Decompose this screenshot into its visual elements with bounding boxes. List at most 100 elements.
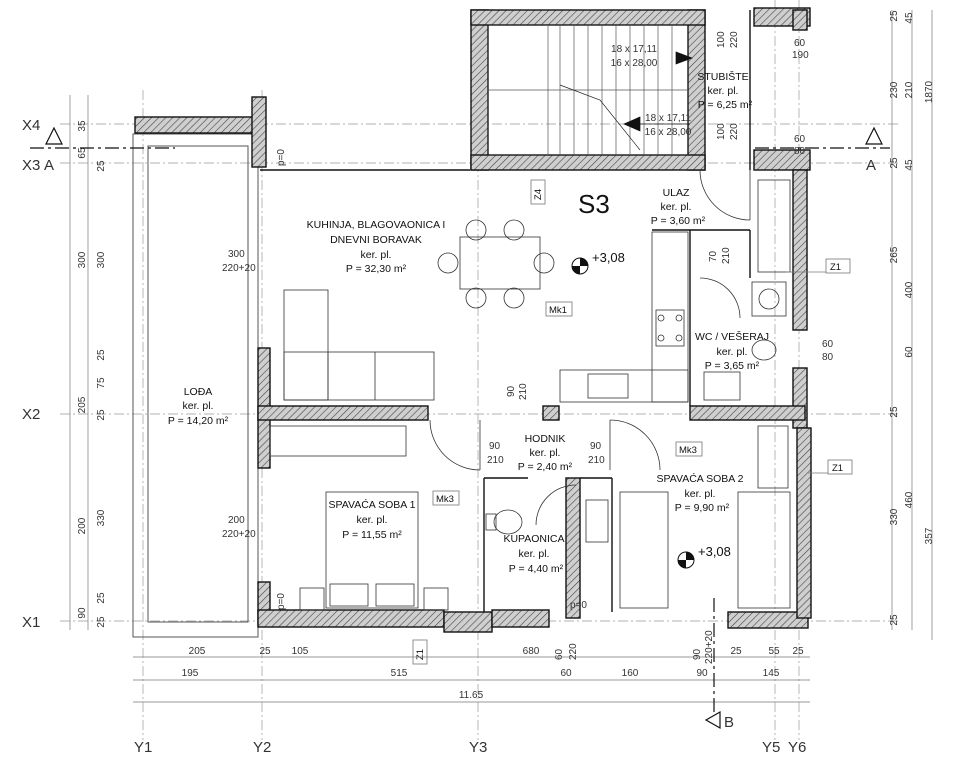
opening-220-20-a: 220+20 bbox=[222, 263, 256, 274]
hall-area: P = 2,40 m² bbox=[518, 461, 573, 473]
tag-z1-mid: Z1 bbox=[832, 463, 843, 474]
bedroom2-name: SPAVAĆA SOBA 2 bbox=[657, 472, 744, 485]
window-60-c: 60 bbox=[822, 339, 834, 350]
right-dims: 25 230 25 265 25 25 330 25 45 210 45 400… bbox=[889, 10, 935, 626]
window-60-d: 60 bbox=[554, 648, 565, 660]
wc-area: P = 3,65 m² bbox=[705, 360, 760, 372]
window-100-a: 100 bbox=[716, 31, 727, 48]
loggia-area: P = 14,20 m² bbox=[168, 415, 229, 427]
section-a-left-label: A bbox=[44, 157, 54, 174]
kitchen-area: P = 32,30 m² bbox=[346, 263, 407, 275]
dim-l-9: 25 bbox=[96, 616, 107, 628]
kitchen-label: KUHINJA, BLAGOVAONICA I DNEVNI BORAVAK k… bbox=[307, 219, 446, 275]
dim-r-7: 25 bbox=[889, 614, 900, 626]
door-210-c: 210 bbox=[518, 383, 529, 400]
partitions bbox=[260, 10, 751, 612]
unit-label: S3 bbox=[578, 189, 610, 219]
staircase bbox=[487, 24, 693, 156]
bedroom1-area: P = 11,55 m² bbox=[342, 529, 402, 541]
hall-name: HODNIK bbox=[525, 433, 566, 445]
axis-y2: Y2 bbox=[253, 739, 271, 756]
sill-p0-c: p=0 bbox=[570, 600, 587, 611]
wc-label: WC / VEŠERAJ ker. pl. P = 3,65 m² bbox=[695, 330, 769, 372]
dim-b2-0: 195 bbox=[182, 668, 199, 679]
dim-l-1: 65 bbox=[77, 147, 88, 159]
dim-b1-1: 25 bbox=[259, 646, 271, 657]
opening-200: 200 bbox=[228, 515, 245, 526]
dim-r-4: 25 bbox=[889, 406, 900, 418]
dim-rm-2: 45 bbox=[904, 159, 915, 171]
dim-l-6: 25 bbox=[96, 409, 107, 421]
axis-y1: Y1 bbox=[134, 739, 152, 756]
door-210-b: 210 bbox=[588, 455, 605, 466]
dim-li-1: 200 bbox=[77, 517, 88, 534]
section-marker-a-left: A bbox=[30, 126, 175, 174]
dim-b2-4: 90 bbox=[696, 668, 708, 679]
dim-b1-4: 25 bbox=[730, 646, 742, 657]
tags: Mk1 Mk3 Mk3 Z4 Z1 Z1 Z1 bbox=[412, 179, 853, 665]
tag-z4: Z4 bbox=[533, 189, 544, 200]
kitchen-floor: ker. pl. bbox=[361, 249, 392, 261]
bedroom1-label: SPAVAĆA SOBA 1 ker. pl. P = 11,55 m² bbox=[329, 498, 416, 541]
dim-r-0: 25 bbox=[889, 10, 900, 22]
stairs-flight1-a: 18 x 17,11 bbox=[611, 44, 657, 55]
dim-ro-1: 357 bbox=[924, 527, 935, 544]
window-80-b: 80 bbox=[794, 146, 806, 157]
door-210-d: 210 bbox=[721, 247, 732, 264]
axis-x3: X3 bbox=[22, 157, 40, 174]
door-90-b: 90 bbox=[590, 441, 602, 452]
tag-mk3-left: Mk3 bbox=[436, 494, 454, 505]
dim-l-5: 75 bbox=[96, 377, 107, 389]
dim-b1-6: 25 bbox=[792, 646, 804, 657]
sill-p0-a: p=0 bbox=[276, 149, 287, 166]
dim-b2-5: 145 bbox=[763, 668, 780, 679]
dim-l-8: 330 bbox=[96, 509, 107, 526]
window-190-a: 190 bbox=[792, 50, 809, 61]
stairs-name: STUBIŠTE bbox=[697, 70, 748, 83]
walls bbox=[134, 7, 812, 633]
dim-l-0: 35 bbox=[77, 120, 88, 132]
doors bbox=[429, 169, 751, 526]
dim-l-4: 25 bbox=[96, 349, 107, 361]
tag-z1-bottom: Z1 bbox=[415, 649, 426, 660]
dim-total: 11.65 bbox=[459, 690, 484, 701]
window-90-d: 90 bbox=[692, 648, 703, 660]
bedroom1-name: SPAVAĆA SOBA 1 bbox=[329, 498, 416, 511]
bedroom2-floor: ker. pl. bbox=[685, 488, 716, 500]
opening-300: 300 bbox=[228, 249, 245, 260]
tag-mk3-right: Mk3 bbox=[679, 445, 697, 456]
axis-y5: Y5 bbox=[762, 739, 780, 756]
loggia-name: LOĐA bbox=[184, 386, 213, 398]
dim-l-2: 25 bbox=[96, 160, 107, 172]
dimension-lines bbox=[69, 10, 933, 703]
dim-rm-1: 210 bbox=[904, 81, 915, 98]
section-marker-a-right: A bbox=[755, 126, 890, 174]
section-marker-b: B bbox=[704, 598, 734, 731]
bathroom-floor: ker. pl. bbox=[519, 548, 550, 560]
window-60-a: 60 bbox=[794, 38, 806, 49]
window-60-b: 60 bbox=[794, 134, 806, 145]
bedroom1-floor: ker. pl. bbox=[357, 514, 388, 526]
opening-220-20-b: 220+20 bbox=[222, 529, 256, 540]
axis-y3: Y3 bbox=[469, 739, 487, 756]
hall-label: HODNIK ker. pl. P = 2,40 m² bbox=[518, 433, 573, 473]
tag-z1-top: Z1 bbox=[830, 262, 841, 273]
dim-l-10: 90 bbox=[77, 607, 88, 619]
entrance-name: ULAZ bbox=[663, 187, 690, 199]
wc-floor: ker. pl. bbox=[717, 346, 748, 358]
section-a-right-label: A bbox=[866, 157, 876, 174]
window-220-b: 220 bbox=[729, 123, 740, 140]
stairs-flight2-a: 18 x 17,11 bbox=[645, 113, 691, 124]
bedroom2-area: P = 9,90 m² bbox=[675, 502, 730, 514]
axis-y6: Y6 bbox=[788, 739, 806, 756]
dim-rm-4: 60 bbox=[904, 346, 915, 358]
bathroom-label: KUPAONICA ker. pl. P = 4,40 m² bbox=[503, 533, 564, 575]
dim-l-7: 205 bbox=[77, 396, 88, 413]
wc-name: WC / VEŠERAJ bbox=[695, 330, 769, 343]
window-80-c: 80 bbox=[822, 352, 834, 363]
level-bedroom2: +3,08 bbox=[698, 544, 731, 559]
dim-rm-5: 460 bbox=[904, 491, 915, 508]
dim-b2-3: 160 bbox=[622, 668, 639, 679]
tag-mk1: Mk1 bbox=[549, 305, 567, 316]
dim-b1-2: 105 bbox=[292, 646, 309, 657]
